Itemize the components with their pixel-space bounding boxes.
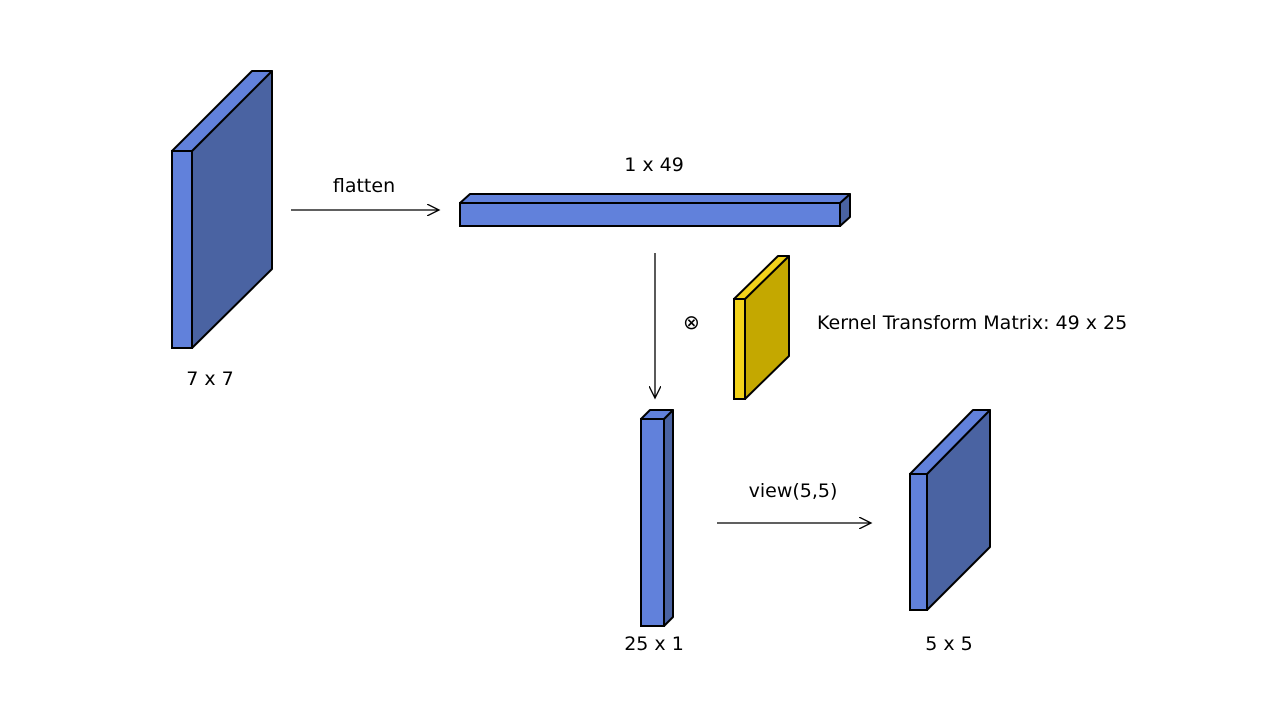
matmul-operator-icon: ⊗ [683, 310, 700, 334]
flattened-block-1x49 [459, 193, 851, 227]
flattened-size-label: 1 x 49 [624, 154, 684, 176]
kernel-transform-matrix-label: Kernel Transform Matrix: 49 x 25 [817, 312, 1128, 334]
product-size-label: 25 x 1 [624, 633, 684, 655]
product-block-25x1 [640, 409, 674, 627]
output-block-5x5 [909, 409, 991, 611]
input-block-7x7 [171, 70, 273, 349]
output-size-label: 5 x 5 [925, 633, 973, 655]
input-size-label: 7 x 7 [186, 368, 234, 390]
view-label: view(5,5) [748, 480, 838, 502]
flatten-label: flatten [332, 175, 396, 197]
kernel-transform-matrix-block [733, 255, 790, 400]
